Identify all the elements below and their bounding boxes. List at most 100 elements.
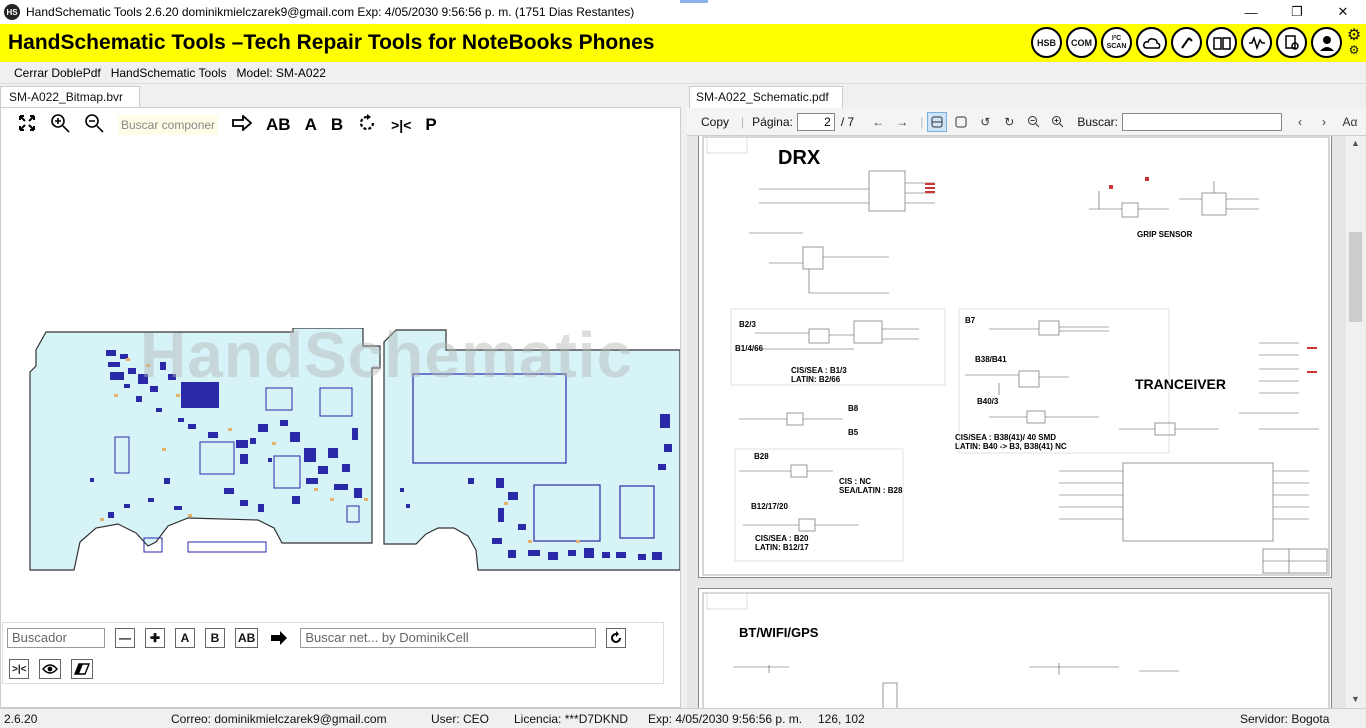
watermark-text: HandSchematic (140, 319, 634, 391)
eye-icon[interactable] (39, 659, 62, 679)
tab-schematic[interactable]: SM-A022_Schematic.pdf (689, 86, 843, 108)
page-total: / 7 (840, 114, 855, 129)
page-label: Página: (752, 114, 793, 129)
status-expiry: Exp: 4/05/2030 9:56:56 p. m. (648, 712, 803, 726)
fit-screen-icon[interactable] (18, 114, 36, 137)
cloud-tool-icon[interactable] (1136, 27, 1167, 58)
page-number-input[interactable] (796, 112, 835, 131)
minimize-button[interactable]: — (1244, 4, 1258, 20)
single-page-icon[interactable] (951, 112, 971, 132)
find-input[interactable] (1122, 112, 1282, 131)
scroll-down-icon[interactable]: ▼ (1351, 694, 1360, 704)
pdf-scrollbar[interactable]: ▲ ▼ (1346, 136, 1366, 708)
side-b-button[interactable]: B (205, 628, 225, 648)
rotate-icon[interactable] (357, 113, 377, 138)
menu-handschematic-tools[interactable]: HandSchematic Tools (110, 65, 227, 80)
zoom-in-icon[interactable] (50, 113, 70, 138)
b1466-label: B1/4/66 (735, 344, 764, 353)
find-label: Buscar: (1077, 114, 1118, 129)
zoom-out-icon[interactable] (1023, 112, 1043, 132)
component-search-input[interactable]: Buscar componer (118, 115, 218, 135)
b5-label: B5 (848, 428, 859, 437)
com-icon[interactable]: COM (1066, 27, 1097, 58)
cis-b20-label: CIS/SEA : B20 (755, 534, 809, 543)
cis-nc-label: CIS : NC (839, 477, 871, 486)
font-options-button[interactable]: Aα (1342, 114, 1358, 129)
menu-bar: Cerrar DoblePdf HandSchematic Tools Mode… (0, 62, 1366, 84)
b23-label: B2/3 (739, 320, 756, 329)
app-banner: HandSchematic Tools –Tech Repair Tools f… (0, 24, 1366, 62)
rotate-cw-icon[interactable]: ↻ (1004, 114, 1015, 129)
b121720-label: B12/17/20 (751, 502, 788, 511)
board-toolbar: Buscar componer AB A B >|< P (18, 113, 437, 138)
arrow-right-icon[interactable] (232, 113, 253, 136)
tab-bitmap[interactable]: SM-A022_Bitmap.bvr (0, 86, 140, 108)
tranceiver-label: TRANCEIVER (1135, 376, 1226, 392)
status-server: Servidor: Bogota (1240, 712, 1330, 726)
p-button[interactable]: P (425, 115, 437, 134)
buscador-input[interactable]: Buscador (7, 628, 105, 648)
copy-button[interactable]: Copy (701, 114, 730, 129)
app-logo-icon: HS (4, 4, 20, 20)
status-coords: 126, 102 (818, 712, 865, 726)
user-icon[interactable] (1311, 27, 1342, 58)
menu-cerrar-doblepdf[interactable]: Cerrar DoblePdf (14, 65, 101, 80)
minus-button[interactable]: — (115, 628, 135, 648)
zoom-in-icon[interactable] (1047, 112, 1067, 132)
gear-small-icon[interactable]: ⚙ (1348, 42, 1360, 57)
document-search-icon[interactable] (1276, 27, 1307, 58)
status-version: 2.6.20 (4, 712, 38, 726)
plus-button[interactable]: ✚ (145, 628, 165, 648)
title-bar: HS HandSchematic Tools 2.6.20 dominikmie… (0, 0, 1366, 24)
waveform-icon[interactable] (1241, 27, 1272, 58)
cis-b13-label: CIS/SEA : B1/3 (791, 366, 847, 375)
cis-b38-label: CIS/SEA : B38(41)/ 40 SMD (955, 433, 1056, 442)
pcb-board[interactable] (28, 328, 680, 574)
latin-b266-label: LATIN: B2/66 (791, 375, 841, 384)
fit-page-icon[interactable] (927, 111, 948, 132)
b7-label: B7 (965, 316, 976, 325)
gear-icon[interactable]: ⚙ (1346, 26, 1362, 44)
b-button[interactable]: B (330, 115, 344, 134)
banner-title: HandSchematic Tools –Tech Repair Tools f… (8, 31, 655, 54)
book-icon[interactable] (1206, 27, 1237, 58)
scroll-up-icon[interactable]: ▲ (1351, 138, 1360, 148)
arrow-left-icon[interactable]: ← (872, 114, 885, 129)
drx-heading: DRX (778, 147, 821, 169)
zoom-out-icon[interactable] (84, 113, 104, 138)
probe-icon[interactable] (1171, 27, 1202, 58)
grip-sensor-label: GRIP SENSOR (1137, 230, 1193, 239)
side-a-button[interactable]: A (175, 628, 195, 648)
eraser-icon[interactable] (71, 659, 94, 679)
sea-latin-b28-label: SEA/LATIN : B28 (839, 486, 903, 495)
a-button[interactable]: A (304, 115, 317, 134)
rotate-ccw-icon[interactable]: ↺ (980, 114, 991, 129)
i2c-scan-icon[interactable]: I²C SCAN (1101, 27, 1132, 58)
status-license: Licencia: ***D7DKND (514, 712, 629, 726)
schematic-page: DRX GRIP SENSOR B2/3 B1/4/66 CIS/SEA : B… (698, 136, 1332, 578)
latin-b1217-label: LATIN: B12/17 (755, 543, 809, 552)
chevron-left-icon[interactable]: ‹ (1298, 114, 1302, 129)
hsb-icon[interactable]: HSB (1031, 27, 1062, 58)
refresh-icon[interactable] (606, 628, 627, 648)
scroll-thumb[interactable] (1349, 232, 1362, 322)
pdf-view[interactable]: DRX GRIP SENSOR B2/3 B1/4/66 CIS/SEA : B… (687, 136, 1346, 708)
ab-button[interactable]: AB (266, 115, 291, 134)
arrow-right-icon[interactable]: → (896, 114, 909, 129)
schematic-drawing-2: BT/WIFI/GPS (702, 592, 1330, 708)
b403-label: B40/3 (977, 397, 999, 406)
arrow-right-icon[interactable] (268, 628, 291, 648)
side-ab-button[interactable]: AB (235, 628, 259, 648)
b28-label: B28 (754, 452, 769, 461)
title-accent (680, 0, 708, 3)
mirror-button[interactable]: >|< (391, 117, 412, 133)
status-bar: 2.6.20 Correo: dominikmielczarek9@gmail.… (0, 708, 1366, 728)
chevron-right-icon[interactable]: › (1322, 114, 1326, 129)
splitter[interactable] (681, 84, 687, 708)
maximize-button[interactable]: ❐ (1291, 4, 1303, 19)
mirror-view-button[interactable]: >|< (9, 659, 30, 679)
toolbar-divider: | (920, 114, 924, 129)
close-button[interactable]: ✕ (1337, 4, 1349, 19)
status-email: Correo: dominikmielczarek9@gmail.com (171, 712, 387, 726)
net-search-input[interactable]: Buscar net... by DominikCell (300, 628, 597, 648)
